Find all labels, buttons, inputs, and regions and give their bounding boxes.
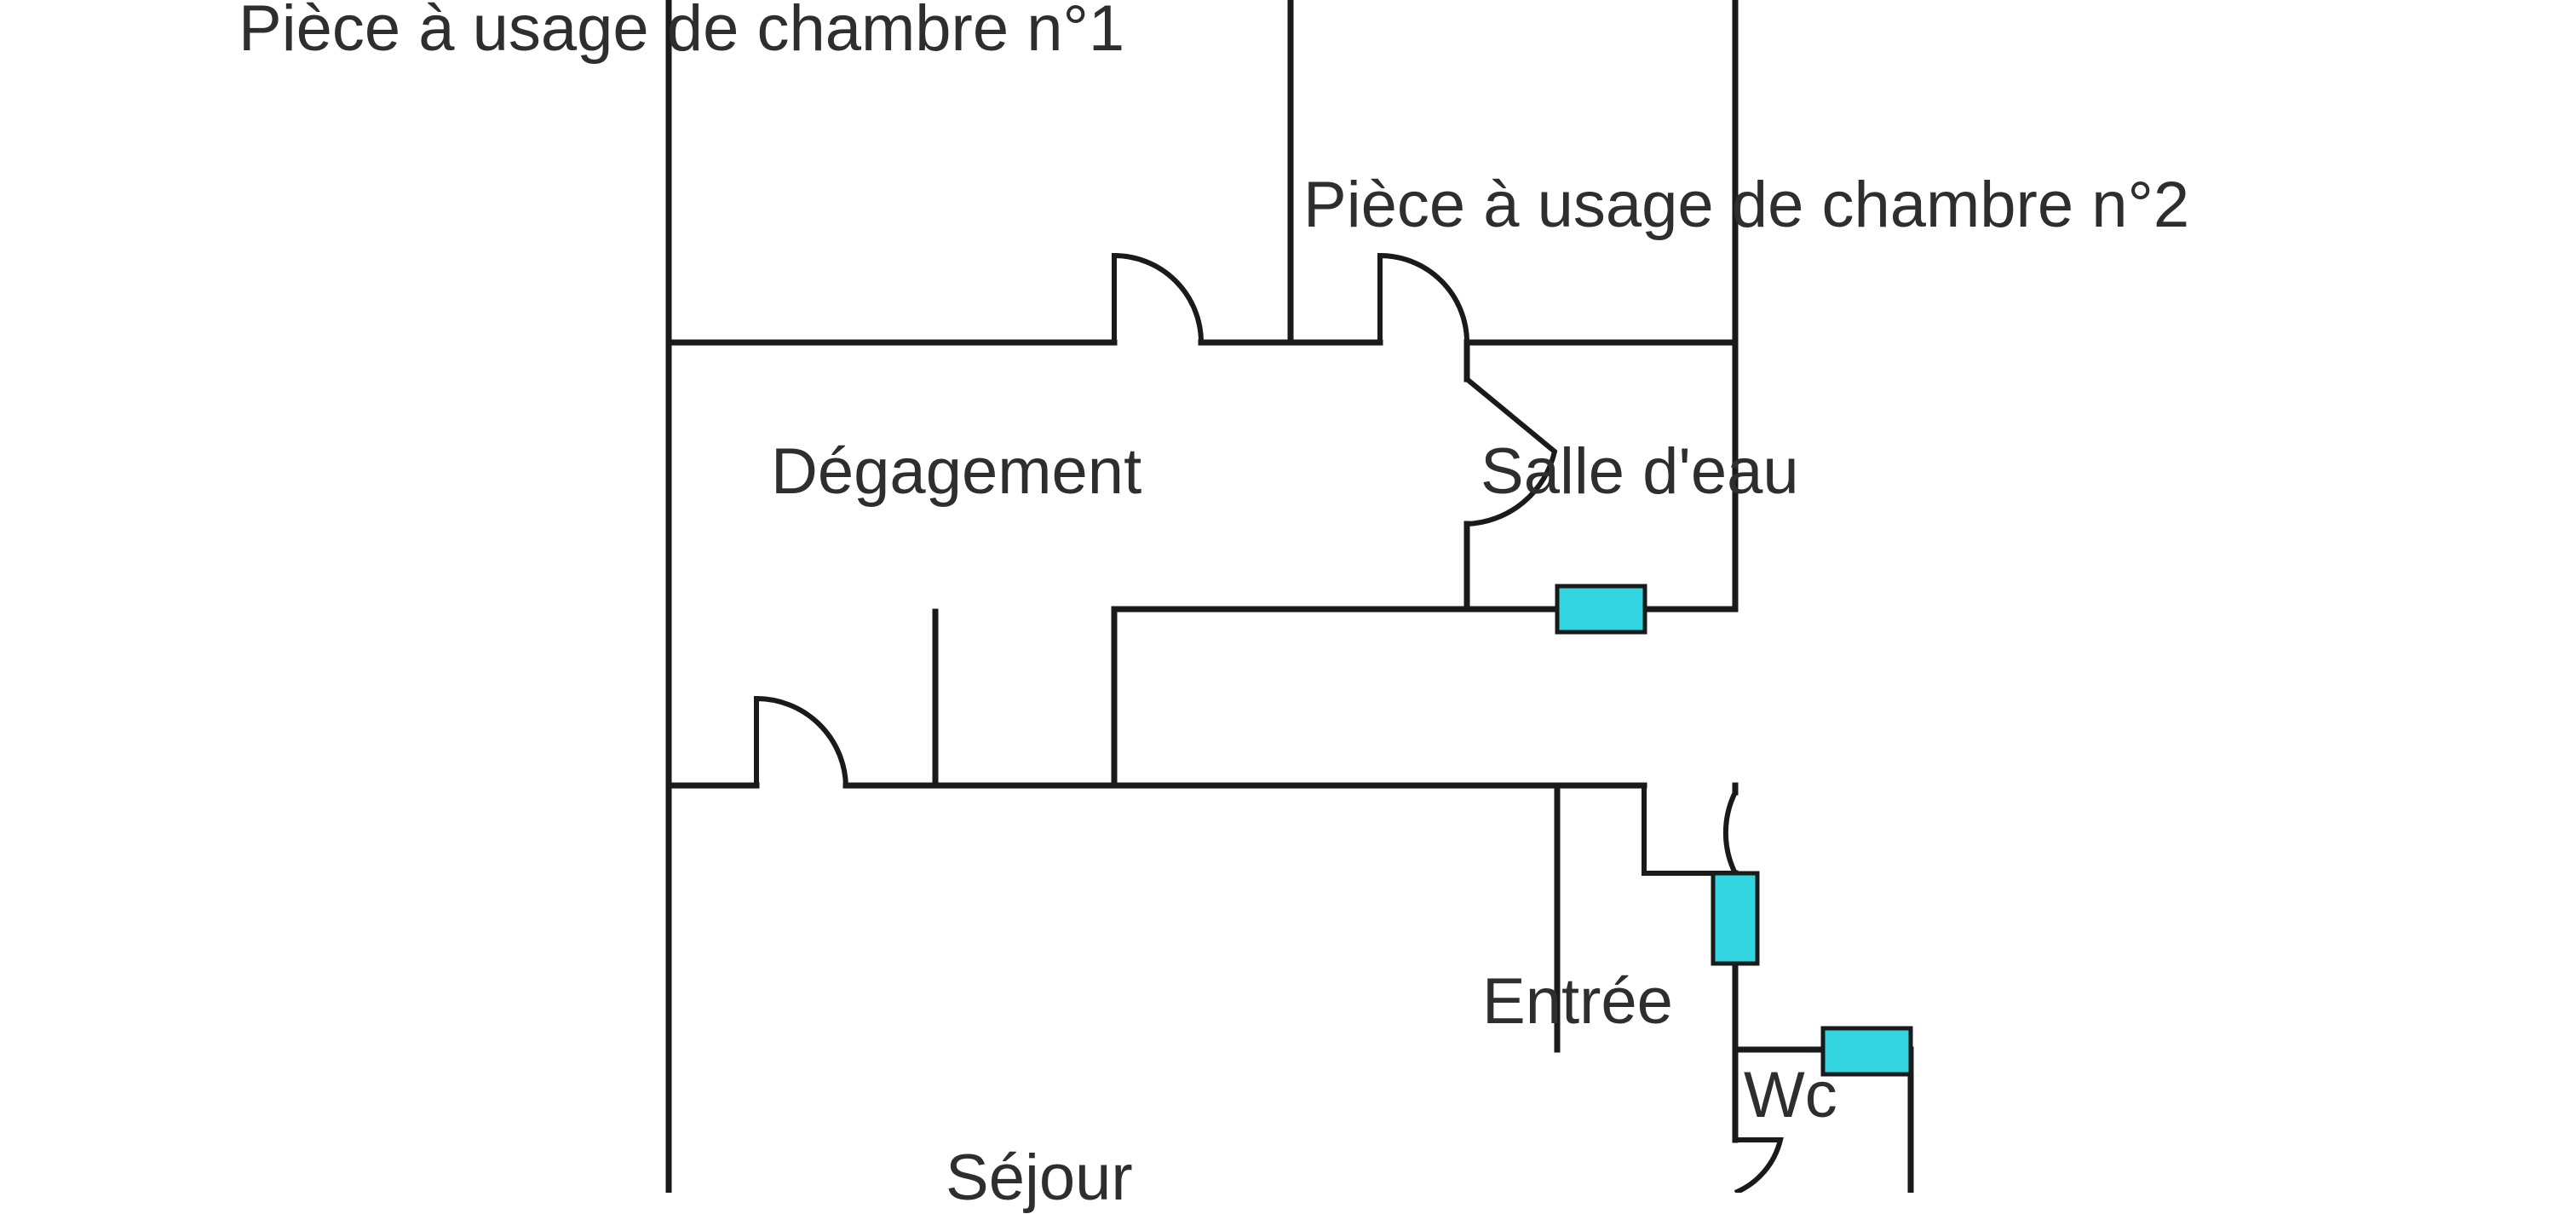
fixture-salle-eau (1555, 584, 1647, 635)
room-label-wc: Wc (1744, 1059, 1837, 1131)
fixture-entree (1711, 871, 1760, 966)
door-wc (1734, 1137, 1784, 1193)
room-label-salle-eau: Salle d'eau (1481, 435, 1799, 508)
room-label-sejour: Séjour (946, 1142, 1133, 1214)
room-label-entree: Entrée (1482, 965, 1673, 1038)
room-label-chambre1: Pièce à usage de chambre n°1 (239, 0, 1125, 65)
room-label-chambre2: Pièce à usage de chambre n°2 (1303, 169, 2190, 241)
door-entree (1642, 785, 1739, 876)
door-sejour (754, 695, 848, 786)
door-salle-eau (1465, 377, 1558, 526)
room-label-degagement: Dégagement (771, 435, 1142, 508)
fixture-wc (1820, 1026, 1913, 1077)
door-chambre2 (1377, 252, 1469, 343)
door-chambre1 (1112, 252, 1204, 343)
